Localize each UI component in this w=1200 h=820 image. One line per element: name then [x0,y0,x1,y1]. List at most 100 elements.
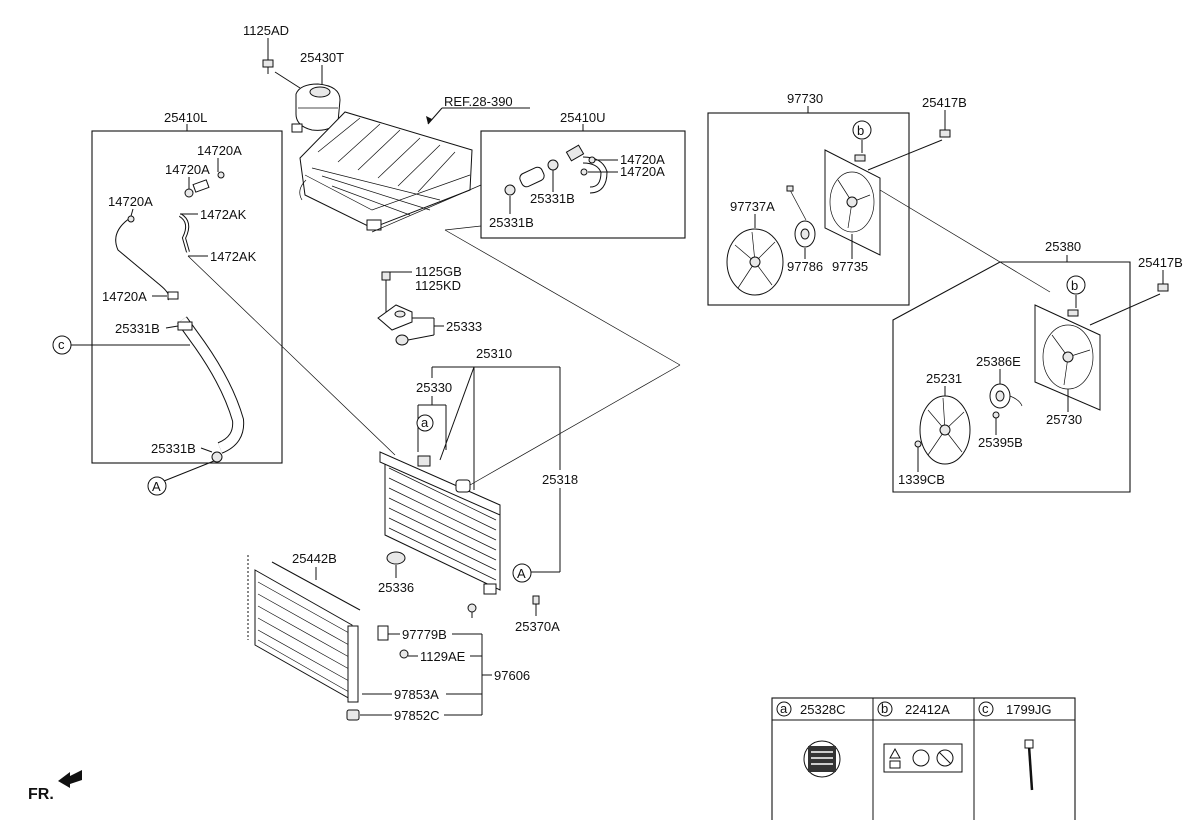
legend-part-a: 25328C [800,702,846,717]
legend-callout-c [978,701,994,717]
legend-callout-b [877,701,893,717]
label-25331B-1: 25331B [115,321,160,336]
bolt-25417B-1 [939,129,951,138]
legend-callout-a [776,701,792,717]
drier-cap-97852C [346,709,360,721]
clamp-25331B-d [547,159,559,171]
clamp-14720A-g [580,168,588,176]
label-25395B: 25395B [978,435,1023,450]
screw-25395B [992,411,1000,419]
drain-plug-25370A [532,595,540,605]
label-25331B-2: 25331B [151,441,196,456]
label-25310: 25310 [476,346,512,361]
label-97735: 97735 [832,259,868,274]
callout-A-left [147,476,167,496]
label-14720A-3: 14720A [108,194,153,209]
label-1125AD: 1125AD [243,23,289,38]
bolt-1129AE [399,649,409,659]
front-label: FR. [28,786,54,803]
mount-25333 [395,334,409,346]
hose-lower-left-inner [177,317,244,453]
label-14720A-5: 14720A [620,152,665,167]
label-97737A: 97737A [730,199,775,214]
label-25333: 25333 [446,319,482,334]
label-25730: 25730 [1046,412,1082,427]
label-25336: 25336 [378,580,414,595]
front-direction-indicator: FR. [28,770,82,803]
label-25231: 25231 [926,371,962,386]
clamp-14720A-c [217,171,225,179]
clamp-14720A-a [192,179,210,193]
clamp-25331B-a [177,321,193,331]
label-14720A-2: 14720A [165,162,210,177]
legend-table: a 25328C b 22412A c 1799JG [771,697,1076,820]
clamp-25331B-c [504,184,516,196]
legend-letter-a: a [780,701,788,716]
label-25331B-4: 25331B [489,215,534,230]
mount-25336 [386,551,406,565]
radiator-outlet [483,583,497,595]
callout-A-left-text: A [152,479,161,494]
label-97853A: 97853A [394,687,439,702]
condenser-97606 [254,569,353,701]
label-1129AE: 1129AE [420,649,466,664]
callout-A-radiator [512,563,532,583]
callout-a-radiator [416,414,434,432]
callout-A-radiator-text: A [517,566,526,581]
group-box-25380 [892,261,1131,493]
reservoir-outlet [291,123,303,133]
bracket-97779B [377,625,389,641]
callout-c-left-text: c [58,337,65,352]
inverter-pipe [366,219,382,231]
radiator-cap-25330 [417,455,431,467]
label-25417B-2: 25417B [1138,255,1183,270]
label-1125KD: 1125KD [415,278,461,293]
hose-connector [565,144,585,162]
label-1472AK-2: 1472AK [210,249,257,264]
clamp-14720A-b [184,188,194,198]
label-97786: 97786 [787,259,823,274]
label-25410U: 25410U [560,110,606,125]
legend-letter-c: c [982,701,989,716]
warning-label-b-1 [854,154,866,162]
label-97779B: 97779B [402,627,447,642]
label-25442B: 25442B [292,551,337,566]
label-1125GB: 1125GB [415,264,462,279]
label-25410L: 25410L [164,110,207,125]
label-REF-28-390: REF.28-390 [444,94,513,109]
label-25380: 25380 [1045,239,1081,254]
label-14720A-6: 14720A [620,164,665,179]
label-25370A: 25370A [515,619,560,634]
label-25430T: 25430T [300,50,344,65]
radiator-drain [467,603,477,613]
label-97852C: 97852C [394,708,440,723]
clamp-25331B-b [211,451,223,463]
leader-97730-to-25380 [879,189,1051,293]
clamp-14720A-f [588,156,596,164]
callout-b-1 [852,120,872,140]
radiator-inlet [455,479,471,493]
radiator-25310 [384,454,501,591]
bracket-25333-hole [394,310,406,318]
legend-image-cable-tie [1027,745,1034,791]
reservoir-cap [309,86,331,98]
label-97730: 97730 [787,91,823,106]
legend-letter-b: b [881,701,888,716]
callout-b-1-text: b [857,123,864,138]
bolt-25417B-2 [1157,283,1169,292]
label-25330: 25330 [416,380,452,395]
label-25386E: 25386E [976,354,1021,369]
label-25417B-1: 25417B [922,95,967,110]
label-14720A-1: 14720A [197,143,242,158]
label-25331B-3: 25331B [530,191,575,206]
warning-label-b-2 [1067,309,1079,317]
label-97606: 97606 [494,668,530,683]
callout-b-2-text: b [1071,278,1078,293]
label-25318: 25318 [542,472,578,487]
bracket-25333 [377,304,413,331]
clamp-14720A-d [127,215,135,223]
nut-1339CB [914,440,922,448]
front-arrow-icon [58,770,82,788]
bolt-1125GB [381,271,391,281]
